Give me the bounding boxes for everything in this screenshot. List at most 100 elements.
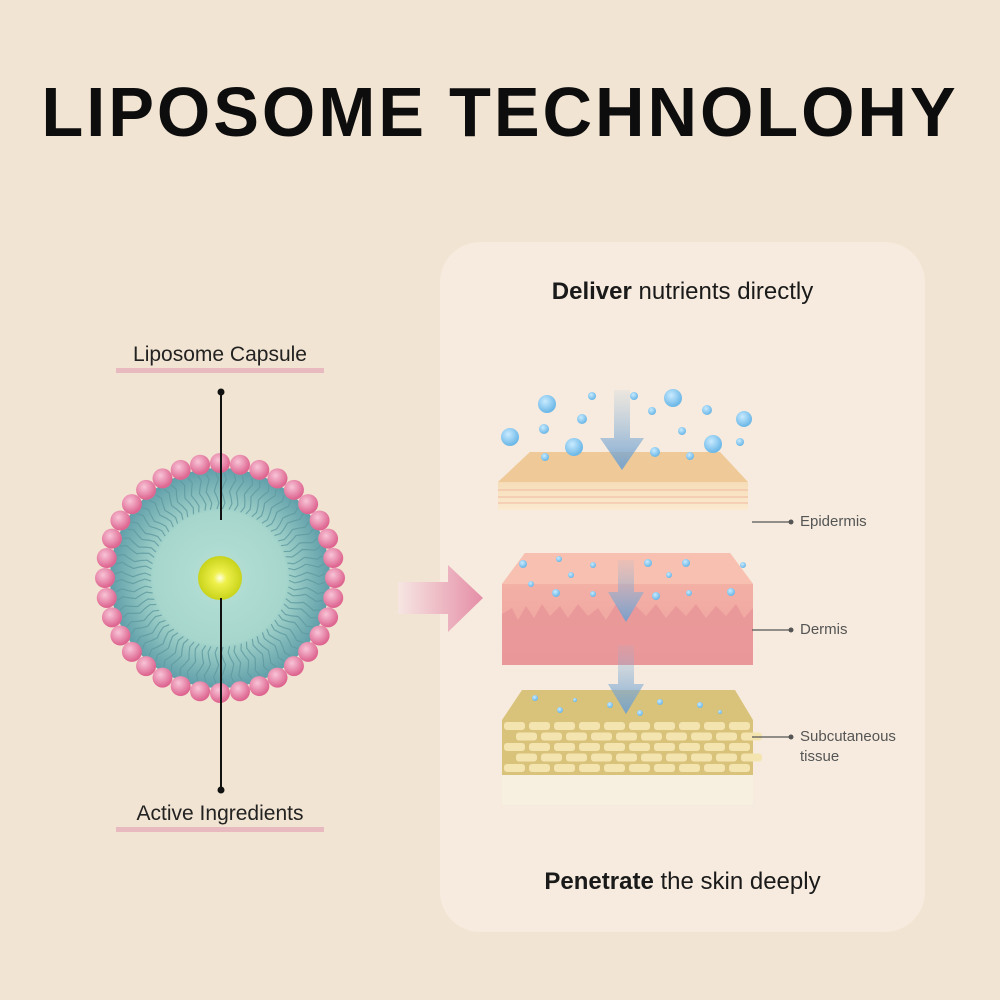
deliver-heading: Deliver nutrients directly xyxy=(440,278,925,306)
active-ingredients-label: Active Ingredients xyxy=(110,802,330,832)
nutrient-bubble xyxy=(682,559,690,567)
nutrient-bubble xyxy=(568,572,574,578)
fat-cell xyxy=(604,743,625,751)
lipid-tail xyxy=(205,473,213,510)
nutrient-bubble xyxy=(702,405,712,415)
lipid-tail xyxy=(117,553,153,565)
fat-cell xyxy=(541,753,562,762)
lipid-tail xyxy=(212,646,220,684)
nutrient-bubble xyxy=(697,702,703,708)
lipid-tail xyxy=(287,555,323,565)
fat-cell xyxy=(654,722,675,730)
lipid-tail xyxy=(270,507,299,532)
bead xyxy=(95,568,115,588)
bead xyxy=(325,568,345,588)
arrow-down-icon xyxy=(600,390,644,470)
lipid-tail xyxy=(213,472,220,510)
bead xyxy=(101,607,122,628)
lipid-tail xyxy=(274,619,304,643)
bead xyxy=(101,528,122,549)
lipid-tail xyxy=(170,484,189,518)
page-title: LIPOSOME TECHNOLOHY xyxy=(41,73,959,151)
fat-cell xyxy=(666,753,687,762)
lipid-tails xyxy=(114,472,326,684)
fat-cell xyxy=(504,743,525,751)
fat-cell xyxy=(729,764,750,772)
nutrient-bubble xyxy=(657,699,663,705)
lipid-tail xyxy=(148,628,175,656)
fat-cell xyxy=(641,732,662,741)
lipid-tail xyxy=(227,646,235,683)
fat-cell xyxy=(654,743,675,751)
bead xyxy=(283,656,304,677)
bead xyxy=(309,510,330,531)
lipid-tail xyxy=(278,521,310,542)
fat-cell xyxy=(529,764,550,772)
lipid-tail xyxy=(233,645,243,681)
fat-cell xyxy=(516,753,537,762)
subcutaneous-layer xyxy=(502,690,762,805)
fat-cell xyxy=(504,764,525,772)
fat-cell xyxy=(641,753,662,762)
bead xyxy=(298,641,319,662)
dermis-label: Dermis xyxy=(800,621,848,638)
nutrient-bubbles xyxy=(501,389,752,716)
bead xyxy=(229,454,250,475)
lipid-tail xyxy=(179,641,195,676)
fat-cell xyxy=(579,743,600,751)
bead xyxy=(190,681,211,702)
lipid-tail xyxy=(130,614,162,635)
nutrient-bubble xyxy=(519,560,527,568)
bead xyxy=(121,641,142,662)
lipid-tail xyxy=(265,500,292,528)
bead xyxy=(298,494,319,515)
lipid-tail xyxy=(280,609,314,628)
nutrient-bubble xyxy=(727,588,735,596)
lipid-tail xyxy=(288,586,325,595)
bead xyxy=(110,510,131,531)
lipid-tail xyxy=(119,598,155,611)
lipid-tail xyxy=(114,578,152,585)
fat-cell xyxy=(591,732,612,741)
fat-cell xyxy=(691,732,712,741)
fat-cell xyxy=(654,764,675,772)
fat-cell xyxy=(629,722,650,730)
fat-cell xyxy=(504,722,525,730)
nutrient-bubble xyxy=(718,710,722,714)
fat-cell xyxy=(679,743,700,751)
lipid-tail xyxy=(115,585,152,593)
arrow-right-icon xyxy=(398,565,483,632)
lipid-tail xyxy=(122,603,157,619)
bead xyxy=(267,468,288,489)
lipid-tail xyxy=(280,528,314,547)
lipid-tail xyxy=(283,537,318,553)
heading-rest: nutrients directly xyxy=(631,278,814,305)
nutrient-bubble xyxy=(541,453,549,461)
label-text: Liposome Capsule xyxy=(133,343,307,366)
nutrient-bubble xyxy=(590,591,596,597)
nutrient-bubble xyxy=(637,710,643,716)
lipid-tail xyxy=(261,632,285,662)
lipid-tail xyxy=(240,643,253,679)
fat-cell xyxy=(679,764,700,772)
label-text: Active Ingredients xyxy=(136,802,304,825)
liposome-capsule-label: Liposome Capsule xyxy=(110,343,330,373)
fat-cell xyxy=(741,753,762,762)
lipid-tail xyxy=(233,475,245,511)
lipid-tail xyxy=(126,528,160,547)
fat-cell xyxy=(529,722,550,730)
nutrient-bubble xyxy=(539,424,549,434)
fat-cell xyxy=(541,732,562,741)
lipid-tail xyxy=(149,499,174,528)
nutrient-bubble xyxy=(704,435,722,453)
fat-cell xyxy=(729,722,750,730)
penetrate-heading: Penetrate the skin deeply xyxy=(440,868,925,896)
nutrient-bubble xyxy=(686,452,694,460)
lipid-tail xyxy=(155,494,179,524)
lipid-tail xyxy=(122,537,157,553)
lipid-tail xyxy=(288,571,326,578)
fat-cell xyxy=(554,743,575,751)
nutrient-bubble xyxy=(736,438,744,446)
label-underline xyxy=(116,827,324,832)
fat-cell xyxy=(516,732,537,741)
